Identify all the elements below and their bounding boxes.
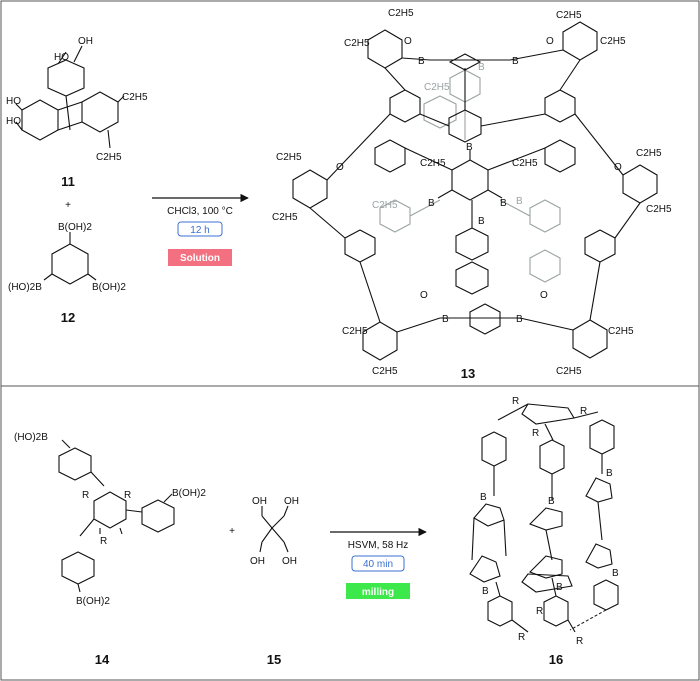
hydroxyl-label: OH — [282, 556, 297, 567]
ethyl-label: C2H5 — [512, 158, 538, 169]
ethyl-label: C2H5 — [600, 36, 626, 47]
boron-label: B — [428, 198, 435, 209]
boronic-acid-label: B(OH)2 — [92, 282, 126, 293]
oxygen-label: O — [420, 290, 428, 301]
oxygen-label: O — [614, 162, 622, 173]
boronic-acid-label: B(OH)2 — [58, 222, 92, 233]
boron-label: B — [478, 216, 485, 227]
boronic-acid-label: (HO)2B — [8, 282, 42, 293]
boronic-acid-label: B(OH)2 — [172, 488, 206, 499]
ethyl-label: C2H5 — [344, 38, 370, 49]
oxygen-label: O — [336, 162, 344, 173]
structure-14: (HO)2B B(OH)2 B(OH)2 R R R — [14, 432, 206, 607]
boron-label: B — [442, 314, 449, 325]
time-label-2: 40 min — [363, 559, 393, 570]
compound-label-11: 11 — [61, 174, 75, 189]
ethyl-label: C2H5 — [122, 92, 148, 103]
boron-label: B — [512, 56, 519, 67]
structure-12: B(OH)2 B(OH)2 (HO)2B — [8, 222, 126, 293]
ethyl-label: C2H5 — [420, 158, 446, 169]
boronic-acid-label: (HO)2B — [14, 432, 48, 443]
time-label-1: 12 h — [190, 225, 209, 236]
method-label-1: Solution — [180, 253, 220, 264]
ethyl-label: C2H5 — [372, 366, 398, 377]
ethyl-label: C2H5 — [556, 366, 582, 377]
compound-label-15: 15 — [267, 652, 281, 667]
r-group-label: R — [576, 636, 583, 647]
time-badge-1 — [177, 221, 223, 237]
r-group-label: R — [512, 396, 519, 407]
conditions-1: CHCl3, 100 °C — [167, 206, 233, 217]
ethyl-label: C2H5 — [276, 152, 302, 163]
conditions-2: HSVM, 58 Hz — [348, 540, 409, 551]
time-badge-2 — [351, 555, 405, 572]
boron-label: B — [606, 468, 613, 479]
method-badge-1 — [168, 249, 232, 266]
ethyl-label: C2H5 — [342, 326, 368, 337]
compound-label-16: 16 — [549, 652, 563, 667]
boron-label: B — [500, 198, 507, 209]
boron-label: B — [466, 142, 473, 153]
structure-11: OH HO HO HO C2H5 C2H5 — [6, 36, 148, 163]
ethyl-label: C2H5 — [636, 148, 662, 159]
boron-label: B — [556, 582, 563, 593]
boronic-acid-label: B(OH)2 — [76, 596, 110, 607]
compound-label-12: 12 — [61, 310, 75, 325]
structure-13: B B C2H5 C2H5 B B B B B B B B — [272, 8, 672, 377]
boron-label: B — [612, 568, 619, 579]
r-group-label: R — [124, 490, 131, 501]
boron-label: B — [548, 496, 555, 507]
oxygen-label: O — [540, 290, 548, 301]
hydroxyl-label: HO — [6, 116, 21, 127]
ethyl-label: C2H5 — [556, 10, 582, 21]
hydroxyl-label: OH — [250, 556, 265, 567]
hydroxyl-label: OH — [284, 496, 299, 507]
structure-16: R R R R R R B B B B B B — [469, 396, 619, 647]
plus-sign: + — [229, 526, 235, 537]
ethyl-label: C2H5 — [388, 8, 414, 19]
oxygen-label: O — [404, 36, 412, 47]
oxygen-label: O — [546, 36, 554, 47]
method-label-2: milling — [362, 587, 394, 598]
ethyl-label: C2H5 — [424, 82, 450, 93]
ethyl-label: C2H5 — [372, 200, 398, 211]
compound-label-14: 14 — [95, 652, 110, 667]
boron-label: B — [516, 196, 523, 207]
boron-label: B — [516, 314, 523, 325]
r-group-label: R — [100, 536, 107, 547]
r-group-label: R — [532, 428, 539, 439]
r-group-label: R — [536, 606, 543, 617]
ethyl-label: C2H5 — [646, 204, 672, 215]
structure-15: OH OH OH OH — [250, 496, 299, 567]
plus-sign: + — [65, 200, 71, 211]
method-badge-2 — [346, 583, 410, 599]
boron-label: B — [478, 62, 485, 73]
compound-label-13: 13 — [461, 366, 475, 381]
boron-label: B — [418, 56, 425, 67]
ethyl-label: C2H5 — [96, 152, 122, 163]
hydroxyl-label: OH — [78, 36, 93, 47]
boron-label: B — [482, 586, 489, 597]
r-group-label: R — [82, 490, 89, 501]
r-group-label: R — [580, 406, 587, 417]
ethyl-label: C2H5 — [272, 212, 298, 223]
r-group-label: R — [518, 632, 525, 643]
hydroxyl-label: HO — [6, 96, 21, 107]
ethyl-label: C2H5 — [608, 326, 634, 337]
hydroxyl-label: HO — [54, 52, 69, 63]
hydroxyl-label: OH — [252, 496, 267, 507]
boron-label: B — [480, 492, 487, 503]
